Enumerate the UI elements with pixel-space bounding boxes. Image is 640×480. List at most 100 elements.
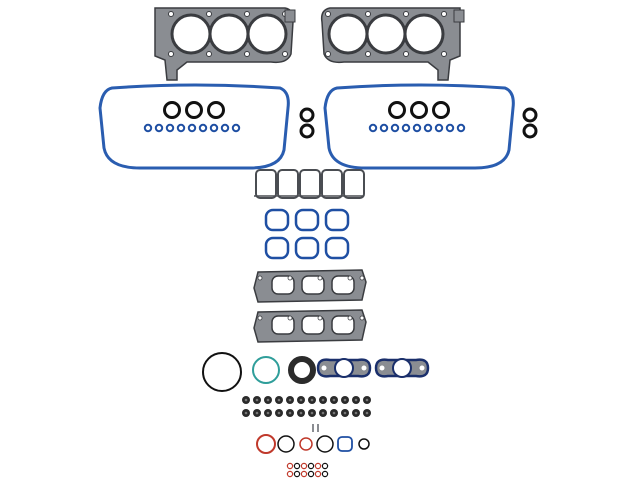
tiny-oring — [314, 470, 322, 478]
valve-cover-perimeter-seal — [323, 83, 515, 170]
cylinder-bore — [208, 13, 250, 55]
o-ring-icon — [185, 101, 203, 119]
intake-port-seal — [264, 208, 290, 232]
gasket-tab — [453, 9, 465, 23]
tiny-oring — [300, 462, 308, 470]
spark-tube-seal — [231, 123, 241, 133]
intake-port-seal — [324, 236, 350, 260]
tiny-oring — [286, 462, 294, 470]
seal-center — [343, 411, 347, 415]
o-ring-icon — [316, 435, 334, 453]
seal-center — [310, 411, 314, 415]
seal-center — [343, 398, 347, 402]
exhaust-port — [271, 275, 295, 295]
gasket-tab — [284, 9, 296, 23]
misc-seals — [202, 352, 316, 392]
bolt-hole — [359, 275, 365, 281]
bolt-hole — [419, 365, 425, 371]
seal-center — [354, 411, 358, 415]
seal-center — [255, 398, 259, 402]
seal-center — [354, 398, 358, 402]
o-ring-icon — [256, 434, 276, 454]
seal-center — [310, 398, 314, 402]
intake-port-seals — [264, 208, 350, 260]
bolt-hole — [359, 315, 365, 321]
exhaust-port — [331, 275, 355, 295]
spark-tube-seal — [220, 123, 230, 133]
seal-center — [288, 411, 292, 415]
o-ring-icon — [358, 438, 370, 450]
seal-center — [277, 411, 281, 415]
tiny-oring — [300, 470, 308, 478]
camshaft-seal-oring — [522, 123, 538, 139]
spark-tube-seal — [412, 123, 422, 133]
bolt-hole — [325, 51, 331, 57]
o-ring-icon — [410, 101, 428, 119]
seal-center — [299, 411, 303, 415]
bolt-hole — [403, 51, 409, 57]
valve-stem-seal-icon-grid — [242, 396, 371, 417]
tiny-oring — [314, 462, 322, 470]
spark-tube-seal — [154, 123, 164, 133]
flange-port — [334, 358, 354, 378]
bolt-hole — [257, 315, 263, 321]
o-ring-icon — [277, 435, 295, 453]
tiny-oring — [293, 462, 301, 470]
bolt-hole — [361, 365, 367, 371]
intake-runner-seal — [343, 169, 365, 199]
seal-center — [277, 398, 281, 402]
seal-center — [365, 411, 369, 415]
bolt-hole — [347, 315, 353, 321]
seal-center — [365, 398, 369, 402]
exhaust-manifold-gasket-icon-1 — [253, 269, 367, 303]
thermostat-oring — [252, 356, 280, 384]
o-ring-icon — [388, 101, 406, 119]
seal-center — [266, 411, 270, 415]
bolt-hole — [379, 365, 385, 371]
bolt-hole — [317, 275, 323, 281]
o-ring-icon — [163, 101, 181, 119]
intake-manifold-gasket-icon — [254, 169, 365, 199]
intake-runner-seal — [255, 169, 277, 199]
spark-tube-seal — [176, 123, 186, 133]
o-ring-icon — [432, 101, 450, 119]
cylinder-head-gasket-icon-2 — [320, 7, 465, 81]
intake-runner-seal — [299, 169, 321, 199]
camshaft-seal-oring — [522, 107, 538, 123]
flange-port — [392, 358, 412, 378]
spark-tube-seal — [445, 123, 455, 133]
cylinder-head-gasket-icon-1 — [154, 7, 296, 81]
assorted-orings — [256, 434, 370, 454]
bolt-hole — [365, 11, 371, 17]
front-crank-seal — [288, 356, 316, 384]
dowel-pin — [312, 424, 314, 432]
cylinder-bore — [246, 13, 288, 55]
exhaust-port — [271, 315, 295, 335]
o-ring-icon — [207, 101, 225, 119]
exhaust-flange-gasket-icon-1 — [316, 358, 372, 378]
bolt-hole — [257, 275, 263, 281]
valve-cover-gasket-icon-1 — [98, 83, 290, 170]
bolt-hole — [441, 51, 447, 57]
tiny-orings — [286, 462, 329, 478]
seal-center — [255, 411, 259, 415]
cylinder-bore — [170, 13, 212, 55]
bolt-hole — [168, 51, 174, 57]
seal-center — [299, 398, 303, 402]
bolt-hole — [287, 315, 293, 321]
bolt-hole — [206, 51, 212, 57]
bolt-hole — [282, 51, 288, 57]
bolt-hole — [168, 11, 174, 17]
bolt-hole — [441, 11, 447, 17]
spark-tube-seal — [390, 123, 400, 133]
spark-tube-seal — [423, 123, 433, 133]
dowel-pin — [317, 424, 319, 432]
tiny-oring — [307, 470, 315, 478]
bolt-hole — [244, 11, 250, 17]
spark-tube-seal — [165, 123, 175, 133]
seal-center — [266, 398, 270, 402]
spark-tube-seal — [379, 123, 389, 133]
tiny-oring — [321, 462, 329, 470]
spark-tube-seal — [198, 123, 208, 133]
